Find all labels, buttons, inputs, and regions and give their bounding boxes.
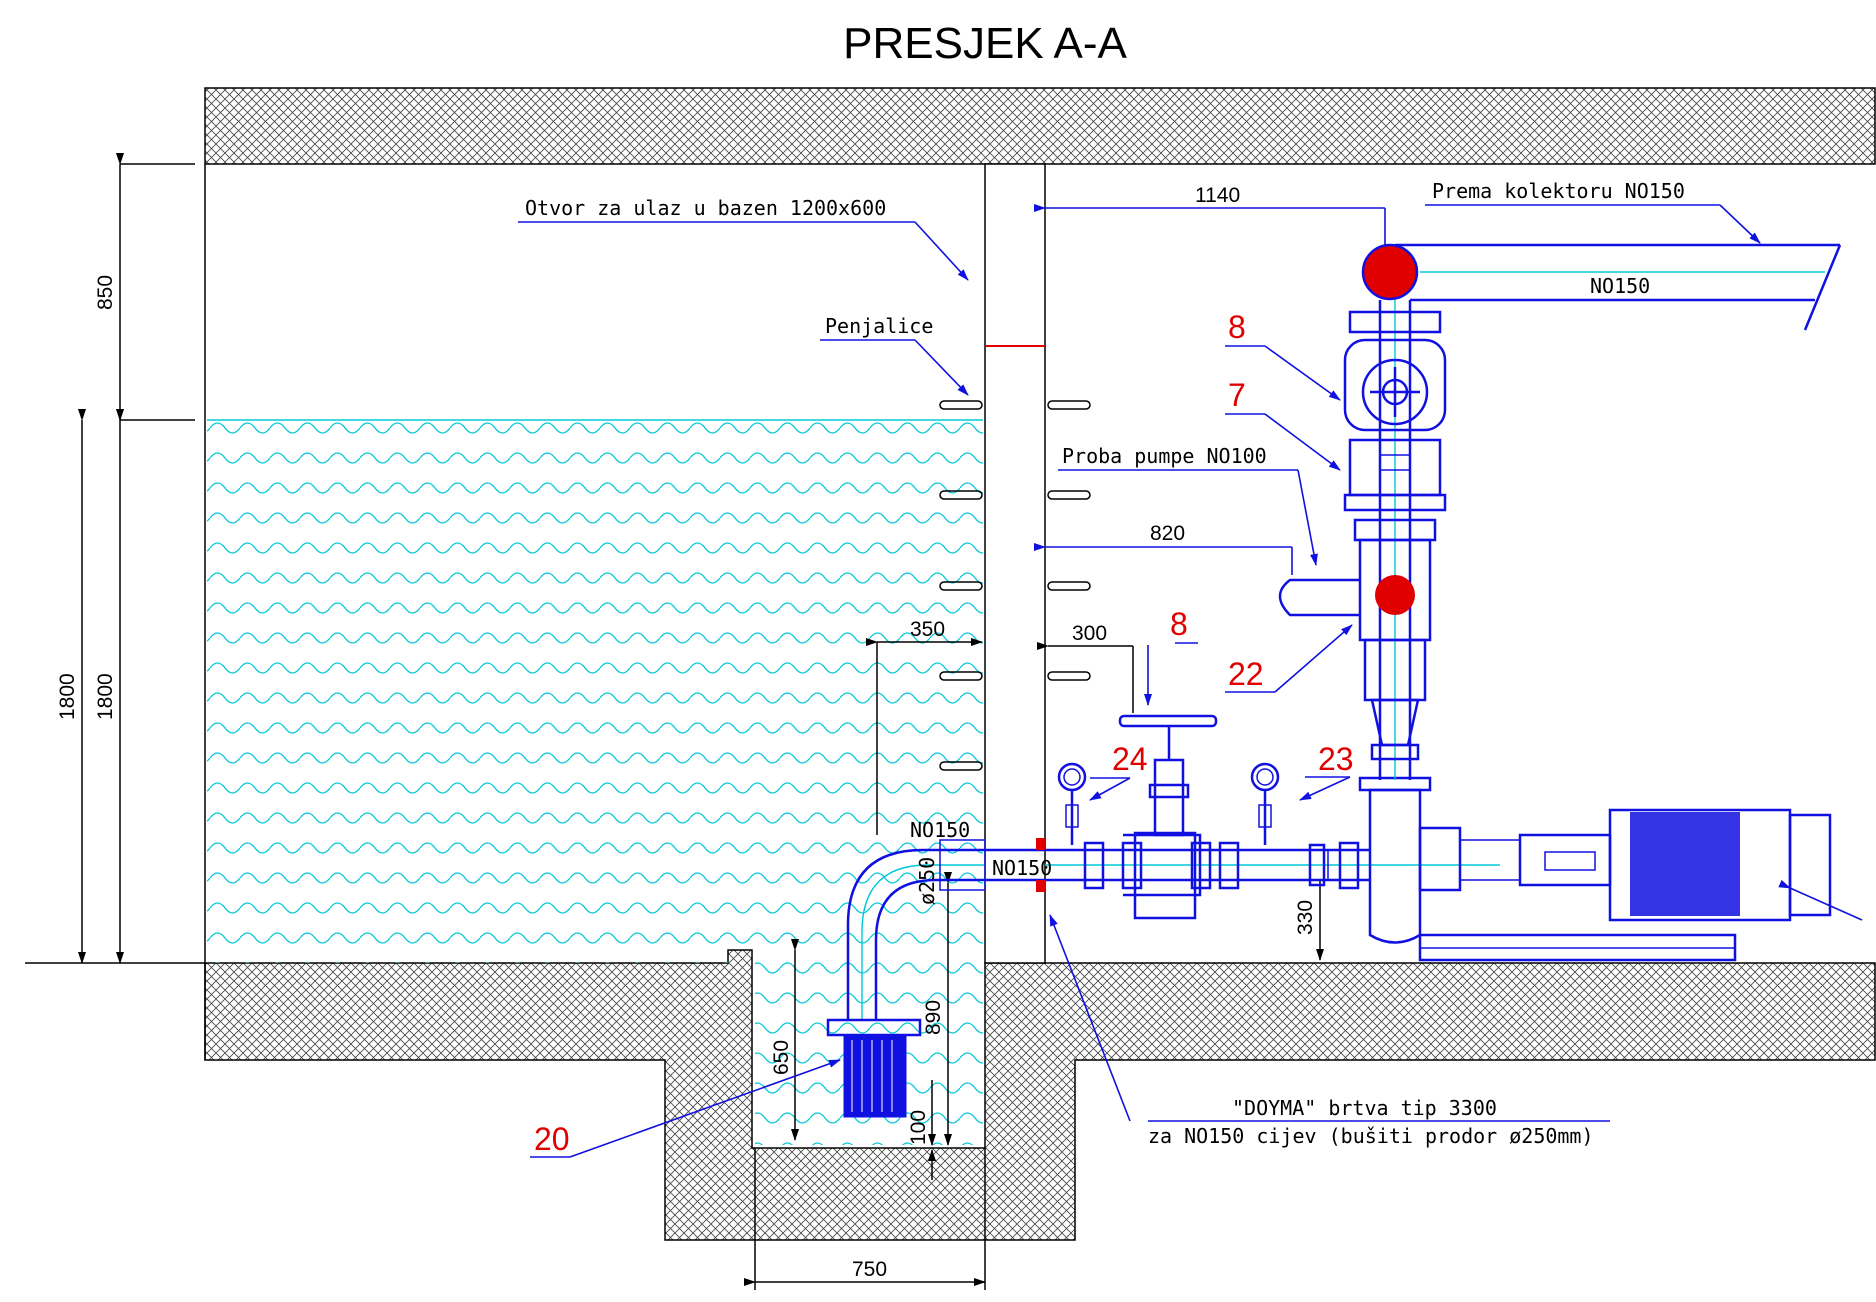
item-number-23: 23 [1318, 741, 1354, 777]
ladder-rungs [939, 400, 1091, 771]
label-doyma-seal: "DOYMA" brtva tip 3300 [1232, 1096, 1497, 1120]
item-number-24: 24 [1112, 741, 1148, 777]
leader-lines [518, 204, 1863, 1158]
item-number-22: 22 [1228, 656, 1264, 692]
dim-300: 300 [1072, 622, 1107, 645]
doyma-seal-bottom [1036, 880, 1045, 892]
doyma-seal-top [1036, 838, 1045, 850]
label-ladder: Penjalice [825, 314, 933, 338]
dim-350: 350 [910, 618, 945, 641]
label-hatch-opening: Otvor za ulaz u bazen 1200x600 [525, 196, 886, 220]
dimension-lines [25, 153, 1324, 1290]
label-to-collector: Prema kolektoru NO150 [1432, 179, 1685, 203]
drawing-title: PRESJEK A-A [843, 19, 1127, 68]
dim-330: 330 [1294, 900, 1317, 935]
basin-water [207, 420, 983, 963]
label-diameter-250: ø250 [915, 857, 939, 905]
suction-pipe [826, 839, 1045, 1118]
item-number-8-top: 8 [1228, 309, 1246, 345]
label-doyma-seal-note: za NO150 cijev (bušiti prodor ø250mm) [1148, 1124, 1594, 1148]
pressure-gauge-left [1057, 762, 1087, 845]
dim-650: 650 [770, 1040, 793, 1075]
label-pipe-wall: NO150 [992, 856, 1052, 880]
label-pipe-top: NO150 [1590, 274, 1650, 298]
floor-slab [204, 949, 1876, 1241]
blue-dimension-lines [1034, 204, 1386, 575]
dim-100: 100 [907, 1110, 930, 1145]
label-pipe-wall-top: NO150 [910, 818, 970, 842]
item-number-20: 20 [534, 1121, 570, 1157]
separating-wall [984, 163, 1046, 964]
dim-1140: 1140 [1195, 184, 1240, 207]
horizontal-pipe-line [1045, 714, 1500, 920]
dim-750: 750 [852, 1258, 887, 1281]
item-number-8-gate: 8 [1170, 606, 1188, 642]
ceiling-slab [204, 87, 1876, 165]
dim-820: 820 [1150, 522, 1185, 545]
label-pump-test: Proba pumpe NO100 [1062, 444, 1267, 468]
centrifugal-pump [1358, 776, 1832, 962]
dim-850: 850 [94, 275, 117, 310]
pressure-gauge-right [1250, 762, 1280, 845]
dim-1800-inner: 1800 [94, 673, 117, 720]
dim-890: 890 [922, 1000, 945, 1035]
dim-1800-outer: 1800 [56, 673, 79, 720]
item-number-7: 7 [1228, 377, 1246, 413]
vertical-discharge-pipe [1278, 243, 1842, 780]
